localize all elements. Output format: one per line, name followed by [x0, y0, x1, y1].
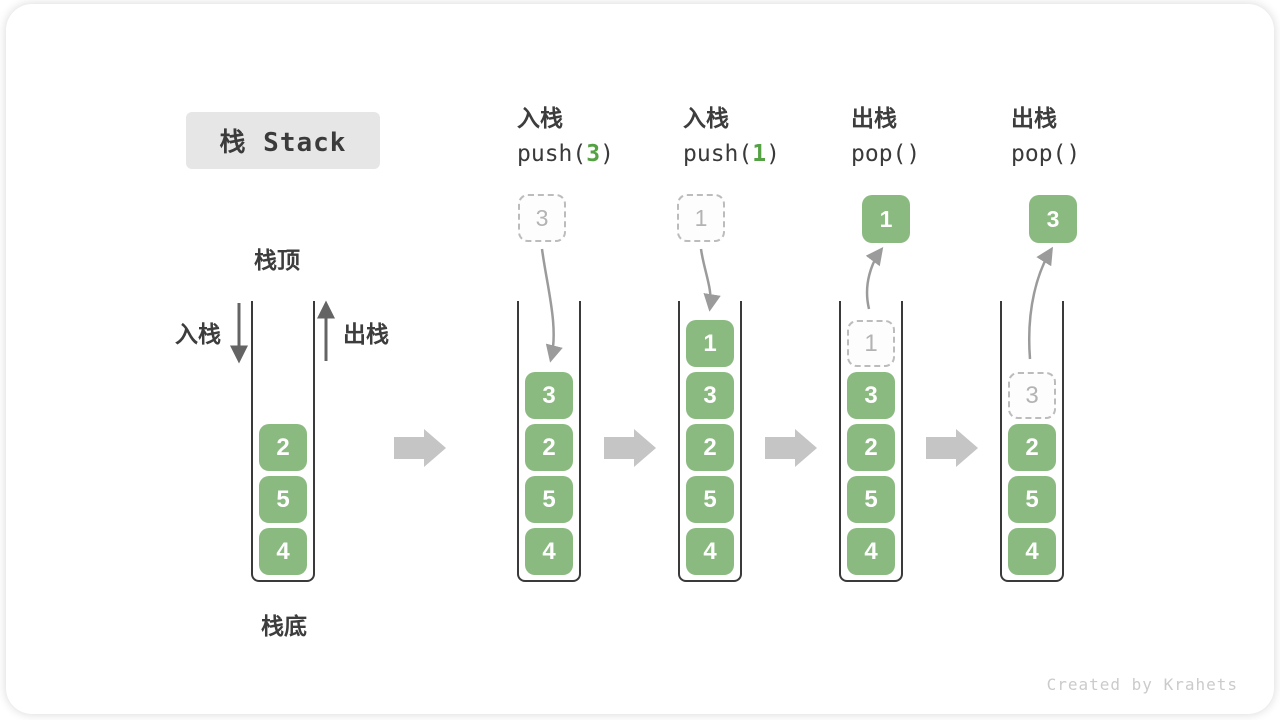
diagram-card	[6, 4, 1274, 714]
code-post: )	[906, 141, 921, 167]
stack-block-4: 4	[1008, 528, 1056, 575]
op-label-push-3: 入栈 push(3)	[517, 105, 614, 168]
stack-block-2: 2	[1008, 424, 1056, 471]
stack-block-1-removed: 1	[847, 320, 895, 367]
watermark: Created by Krahets	[1046, 675, 1238, 694]
code-pre: push(	[517, 141, 587, 167]
code-arg: 1	[752, 141, 767, 167]
stack-block-5: 5	[1008, 476, 1056, 523]
stack-top-label: 栈顶	[254, 247, 300, 273]
stack-container-push-3	[517, 301, 581, 582]
stack-block-3: 3	[525, 372, 573, 419]
op-code-text: pop()	[1011, 140, 1080, 168]
op-label-push-1: 入栈 push(1)	[683, 105, 780, 168]
stack-block-2: 2	[847, 424, 895, 471]
op-cn-text: 出栈	[851, 105, 897, 131]
op-cn-text: 出栈	[1011, 105, 1057, 131]
op-code-text: push(1)	[683, 140, 780, 168]
stack-block-5: 5	[686, 476, 734, 523]
code-arg: 3	[586, 141, 601, 167]
code-post: )	[766, 141, 780, 167]
stack-container-initial-stack	[251, 301, 315, 582]
code-pre: pop(	[1011, 141, 1067, 167]
op-code-text: pop()	[851, 140, 920, 168]
stack-block-4: 4	[686, 528, 734, 575]
push-side-label: 入栈	[175, 321, 221, 347]
op-code-text: push(3)	[517, 140, 614, 168]
code-pre: pop(	[851, 141, 907, 167]
stack-block-3: 3	[686, 372, 734, 419]
stack-container-pop-1	[839, 301, 903, 582]
stack-block-3: 3	[847, 372, 895, 419]
float-value-pop-3: 3	[1029, 195, 1077, 243]
stack-bottom-label: 栈底	[261, 613, 307, 639]
pop-side-label: 出栈	[343, 321, 389, 347]
code-post: )	[600, 141, 614, 167]
title-badge: 栈 Stack	[186, 112, 380, 169]
op-label-pop-1: 出栈 pop()	[851, 105, 920, 168]
stack-block-4: 4	[259, 528, 307, 575]
stack-block-2: 2	[686, 424, 734, 471]
float-value-push-3: 3	[518, 194, 566, 242]
code-post: )	[1066, 141, 1081, 167]
stack-block-4: 4	[847, 528, 895, 575]
op-cn-text: 入栈	[683, 105, 729, 131]
op-label-pop-3: 出栈 pop()	[1011, 105, 1080, 168]
float-value-pop-1: 1	[862, 195, 910, 243]
code-pre: push(	[683, 141, 753, 167]
op-cn-text: 入栈	[517, 105, 563, 131]
title-text: 栈 Stack	[219, 128, 347, 158]
stack-block-5: 5	[259, 476, 307, 523]
stack-block-1: 1	[686, 320, 734, 367]
stack-container-push-1	[678, 301, 742, 582]
stack-block-2: 2	[259, 424, 307, 471]
stack-block-5: 5	[525, 476, 573, 523]
stack-block-4: 4	[525, 528, 573, 575]
stack-container-pop-3	[1000, 301, 1064, 582]
float-value-push-1: 1	[677, 194, 725, 242]
stack-block-5: 5	[847, 476, 895, 523]
stack-block-3-removed: 3	[1008, 372, 1056, 419]
stack-block-2: 2	[525, 424, 573, 471]
